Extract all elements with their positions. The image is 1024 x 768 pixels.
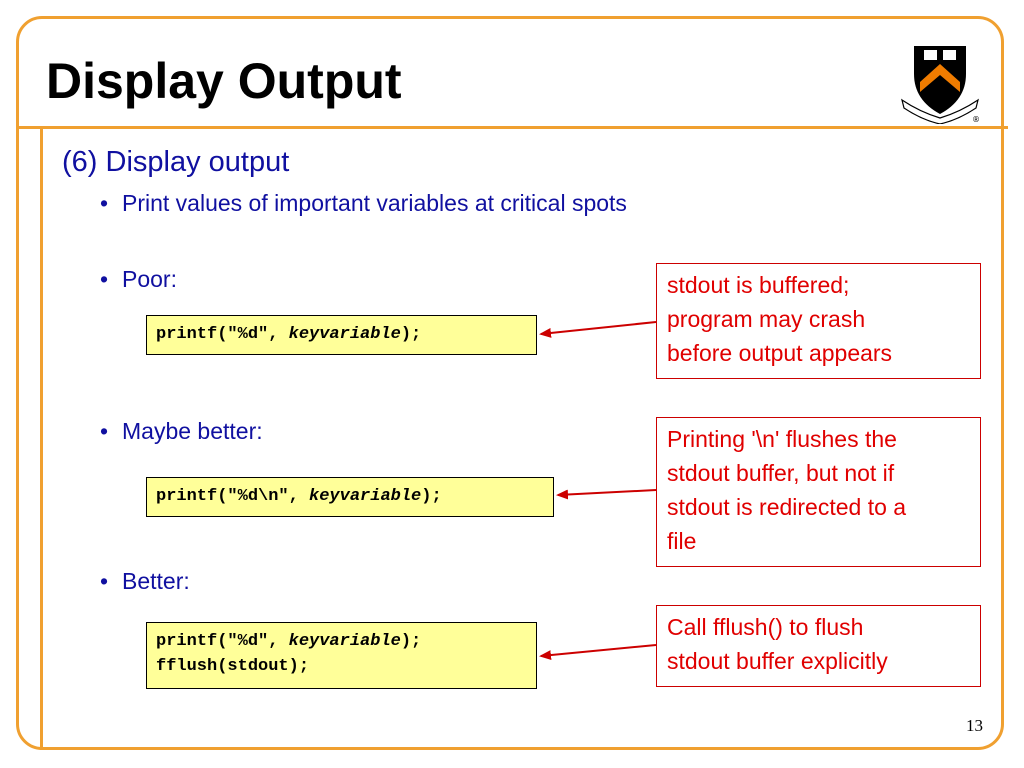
note-line: file <box>667 528 697 554</box>
note-better: Call fflush() to flush stdout buffer exp… <box>656 605 981 687</box>
code-text: fflush(stdout); <box>156 657 310 676</box>
bullet-text: Poor: <box>122 266 177 292</box>
note-line: stdout buffer explicitly <box>667 648 888 674</box>
code-maybe-better: printf("%d\n", keyvariable); <box>146 477 554 517</box>
note-maybe-better: Printing '\n' flushes the stdout buffer,… <box>656 417 981 567</box>
bullet-item: •Maybe better: <box>100 418 263 444</box>
princeton-shield-icon: ® <box>901 46 980 124</box>
slide-frame <box>16 16 1004 750</box>
note-line: Printing '\n' flushes the <box>667 426 897 452</box>
note-line: before output appears <box>667 340 893 366</box>
bullet-text: Print values of important variables at c… <box>122 190 627 216</box>
code-variable: keyvariable <box>309 487 422 506</box>
code-text: printf("%d", <box>156 325 289 344</box>
note-line: Call fflush() to flush <box>667 614 864 640</box>
note-line: program may crash <box>667 306 866 332</box>
slide-title: Display Output <box>46 53 402 109</box>
bullet-item: •Print values of important variables at … <box>100 190 627 216</box>
note-line: stdout buffer, but not if <box>667 460 895 486</box>
bullet-item: •Better: <box>100 568 190 594</box>
code-variable: keyvariable <box>288 632 401 651</box>
arrow-poor <box>539 321 657 338</box>
title-divider <box>18 126 1008 129</box>
code-text: ); <box>400 325 422 344</box>
section-heading: (6) Display output <box>62 146 290 178</box>
arrow-better <box>539 644 657 661</box>
bullet-text: Maybe better: <box>122 418 263 444</box>
code-text: ); <box>400 632 422 651</box>
code-text: ); <box>421 487 442 506</box>
code-variable: keyvariable <box>288 325 401 344</box>
code-text: printf("%d", <box>156 632 289 651</box>
left-divider <box>40 126 43 750</box>
bullet-text: Better: <box>122 568 190 594</box>
arrow-maybe-better <box>556 489 657 500</box>
note-poor: stdout is buffered; program may crash be… <box>656 263 981 379</box>
bullet-item: •Poor: <box>100 266 177 292</box>
code-better: printf("%d", keyvariable); fflush(stdout… <box>146 622 537 689</box>
note-line: stdout is buffered; <box>667 272 850 298</box>
code-poor: printf("%d", keyvariable); <box>146 315 537 355</box>
page-number: 13 <box>966 716 983 735</box>
note-line: stdout is redirected to a <box>667 494 907 520</box>
code-text: printf("%d\n", <box>156 487 310 506</box>
registered-mark: ® <box>972 115 980 124</box>
